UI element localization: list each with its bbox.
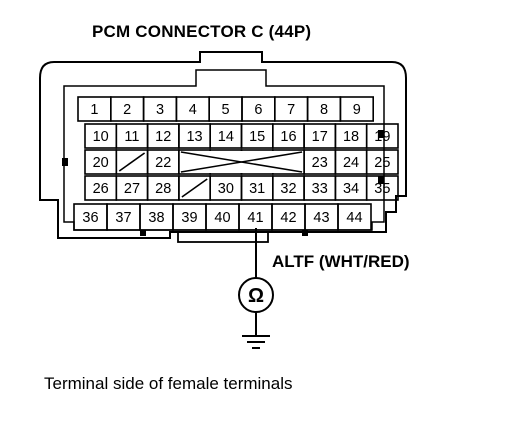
terminal-number: 41 [247,210,263,226]
terminal-number: 11 [124,129,139,145]
terminal-number: 38 [148,210,164,226]
bottom-mark-right [302,230,308,236]
terminal-number: 23 [312,155,328,171]
terminal-number: 8 [320,102,328,118]
terminal-number: 39 [181,210,197,226]
terminal-number: 2 [123,102,131,118]
terminal-number: 14 [218,129,234,145]
terminal-number: 36 [82,210,98,226]
blank-terminal-cross [180,151,303,173]
connector-latch [177,231,269,243]
ground-icon [242,335,270,349]
terminal-number: 4 [189,102,197,118]
terminal-number: 5 [222,102,230,118]
terminal-number: 13 [186,129,202,145]
terminal-number: 18 [343,129,359,145]
terminal-number: 27 [124,181,140,197]
side-mark-left [62,158,68,166]
terminal-number: 16 [280,129,296,145]
terminal-number: 12 [155,129,171,145]
terminal-number: 10 [93,129,109,145]
terminal-cell-44 [337,203,372,231]
blank-terminal-mark [118,152,146,172]
terminal-number: 42 [280,210,296,226]
terminal-number: 37 [115,210,131,226]
terminal-cell-19 [365,123,399,149]
terminal-number: 26 [93,181,109,197]
terminal-number: 22 [155,155,171,171]
terminal-number: 24 [343,155,359,171]
terminal-number: 35 [374,181,390,197]
terminal-number: 7 [287,102,295,118]
terminal-cell-25 [365,149,399,175]
side-mark-right-bottom [378,176,384,184]
ohm-symbol: Ω [248,285,264,307]
terminal-number: 6 [254,102,262,118]
connector-shell [39,51,407,239]
side-mark-right-top [378,130,384,138]
bottom-mark-left [140,230,146,236]
terminal-number: 31 [249,181,265,197]
terminal-number: 9 [353,102,361,118]
terminal-number: 43 [313,210,329,226]
page-title: PCM CONNECTOR C (44P) [92,22,312,41]
terminal-number: 25 [374,155,390,171]
terminal-number: 15 [249,129,265,145]
terminal-cell-9 [339,96,374,122]
caption: Terminal side of female terminals [44,374,293,393]
terminal-number: 44 [346,210,362,226]
wire-label: ALTF (WHT/RED) [272,252,410,271]
terminal-number: 30 [218,181,234,197]
terminal-number: 1 [90,102,98,118]
terminal-number: 20 [93,155,109,171]
blank-terminal-mark [181,178,208,198]
terminal-number: 28 [155,181,171,197]
terminal-number: 33 [312,181,328,197]
terminal-number: 34 [343,181,359,197]
terminal-number: 32 [280,181,296,197]
terminal-number: 19 [374,129,390,145]
terminal-cell-35 [365,175,399,201]
terminal-number: 3 [156,102,164,118]
terminal-number: 17 [312,129,328,145]
terminal-number: 40 [214,210,230,226]
